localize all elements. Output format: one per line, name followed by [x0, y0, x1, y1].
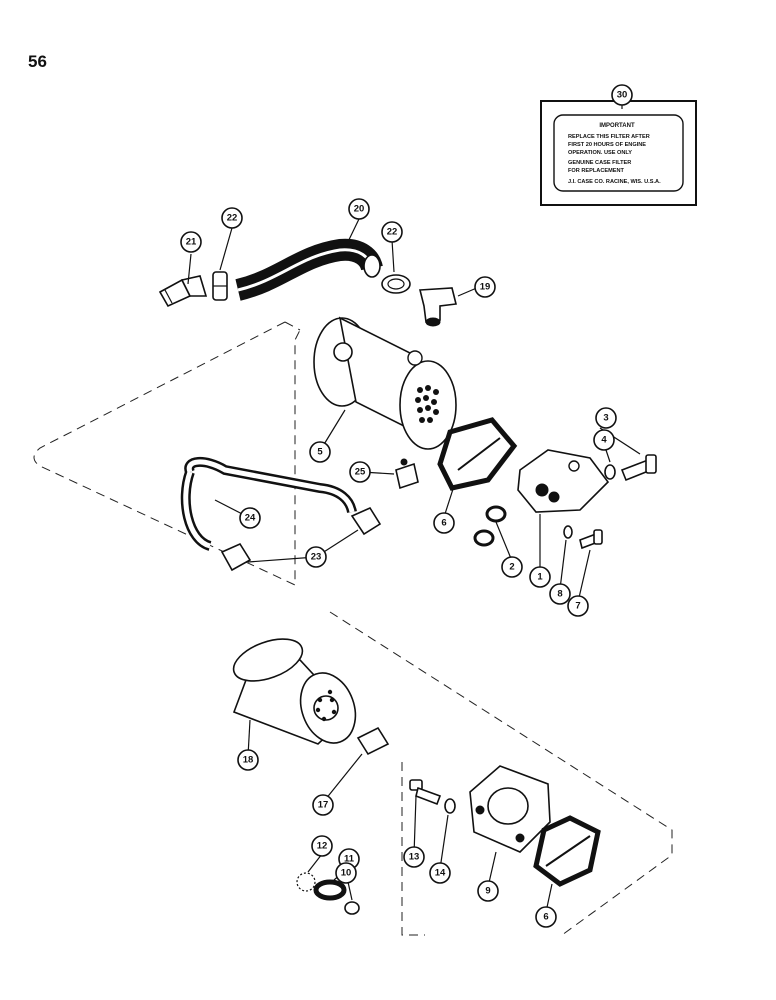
svg-text:20: 20	[354, 204, 365, 215]
svg-text:21: 21	[186, 237, 197, 248]
callout-1: 1	[529, 566, 551, 588]
callout-22-right: 22	[381, 221, 403, 243]
svg-text:24: 24	[245, 513, 256, 524]
callout-9: 9	[477, 880, 499, 902]
callout-6-upper: 6	[433, 512, 455, 534]
part-23-fitting-b	[220, 542, 252, 572]
svg-text:2: 2	[509, 562, 514, 573]
callout-25: 25	[349, 461, 371, 483]
decal-line-2: FIRST 20 HOURS OF ENGINE	[568, 142, 646, 148]
part-10-plug	[344, 901, 360, 915]
part-8-lockwasher	[563, 525, 573, 539]
part-6-gasket-lower	[533, 815, 601, 887]
upper-group-outline-right	[284, 321, 301, 331]
lower-group-outline	[329, 611, 673, 936]
part-12-ball	[296, 872, 316, 892]
callout-12: 12	[311, 835, 333, 857]
page-number: 56	[28, 52, 47, 71]
callout-8: 8	[549, 583, 571, 605]
callout-19: 19	[474, 276, 496, 298]
svg-text:5: 5	[317, 447, 323, 458]
callout-24: 24	[239, 507, 261, 529]
svg-text:30: 30	[617, 90, 628, 101]
part-20-hose	[235, 238, 383, 301]
part-19-tee	[418, 287, 457, 327]
svg-text:10: 10	[341, 868, 352, 879]
callout-21: 21	[180, 231, 202, 253]
part-9-filter-head	[469, 765, 551, 853]
svg-text:23: 23	[311, 552, 322, 563]
part-18-filter	[232, 638, 357, 745]
part-3-bolt	[620, 454, 657, 482]
part-6-gasket-upper	[437, 417, 518, 491]
cooler-core-holes	[415, 385, 439, 423]
decal-title: IMPORTANT	[599, 123, 635, 129]
svg-text:18: 18	[243, 755, 254, 766]
svg-text:12: 12	[317, 841, 328, 852]
decal-line-5: FOR REPLACEMENT	[568, 168, 625, 174]
callout-23: 23	[305, 546, 327, 568]
part-13-bolt	[409, 779, 442, 806]
part-23-fitting-a	[350, 506, 382, 536]
callout-7: 7	[567, 595, 589, 617]
svg-text:11: 11	[344, 854, 355, 865]
svg-text:22: 22	[387, 227, 398, 238]
part-24-tube	[180, 457, 357, 551]
callout-20: 20	[348, 198, 370, 220]
callout-3: 3	[595, 407, 617, 429]
callout-14: 14	[429, 862, 451, 884]
callout-30: 30	[611, 84, 633, 106]
decal-line-1: REPLACE THIS FILTER AFTER	[568, 134, 650, 140]
part-5-oil-cooler	[313, 316, 457, 450]
svg-text:17: 17	[318, 800, 329, 811]
svg-text:7: 7	[575, 601, 580, 612]
svg-text:22: 22	[227, 213, 238, 224]
svg-text:6: 6	[543, 912, 548, 923]
callout-18: 18	[237, 749, 259, 771]
svg-text:8: 8	[557, 589, 562, 600]
callout-2: 2	[501, 556, 523, 578]
svg-text:14: 14	[435, 868, 446, 879]
callout-22-left: 22	[221, 207, 243, 229]
svg-text:6: 6	[441, 518, 446, 529]
svg-text:19: 19	[480, 282, 491, 293]
svg-text:9: 9	[485, 886, 490, 897]
svg-text:1: 1	[537, 572, 543, 583]
callout-13: 13	[403, 846, 425, 868]
callout-6-lower: 6	[535, 906, 557, 928]
svg-text:4: 4	[601, 435, 607, 446]
part-22-clamp-right	[381, 274, 411, 294]
upper-group-outline	[33, 321, 301, 586]
svg-text:25: 25	[355, 467, 366, 478]
decal-line-4: GENUINE CASE FILTER	[568, 160, 631, 166]
part-25-fitting	[395, 458, 419, 490]
part-1-adapter	[517, 449, 610, 513]
decal-30: IMPORTANT REPLACE THIS FILTER AFTER FIRS…	[540, 100, 697, 206]
part-14-washer	[444, 798, 456, 814]
svg-text:13: 13	[409, 852, 420, 863]
decal-line-3: OPERATION. USE ONLY	[568, 150, 632, 156]
part-11-spring	[313, 879, 347, 901]
part-7-bolt	[579, 529, 603, 550]
callout-5: 5	[309, 441, 331, 463]
svg-text:3: 3	[603, 413, 608, 424]
part-17-nipple	[356, 726, 390, 756]
callout-4: 4	[593, 429, 615, 451]
part-4-washer	[604, 464, 616, 480]
callout-10: 10	[335, 862, 357, 884]
decal-line-6: J.I. CASE CO. RACINE, WIS. U.S.A.	[568, 179, 661, 185]
part-2-o-rings	[473, 505, 507, 547]
part-21-elbow	[158, 275, 208, 308]
callout-17: 17	[312, 794, 334, 816]
part-22-clamp-left	[212, 271, 228, 301]
